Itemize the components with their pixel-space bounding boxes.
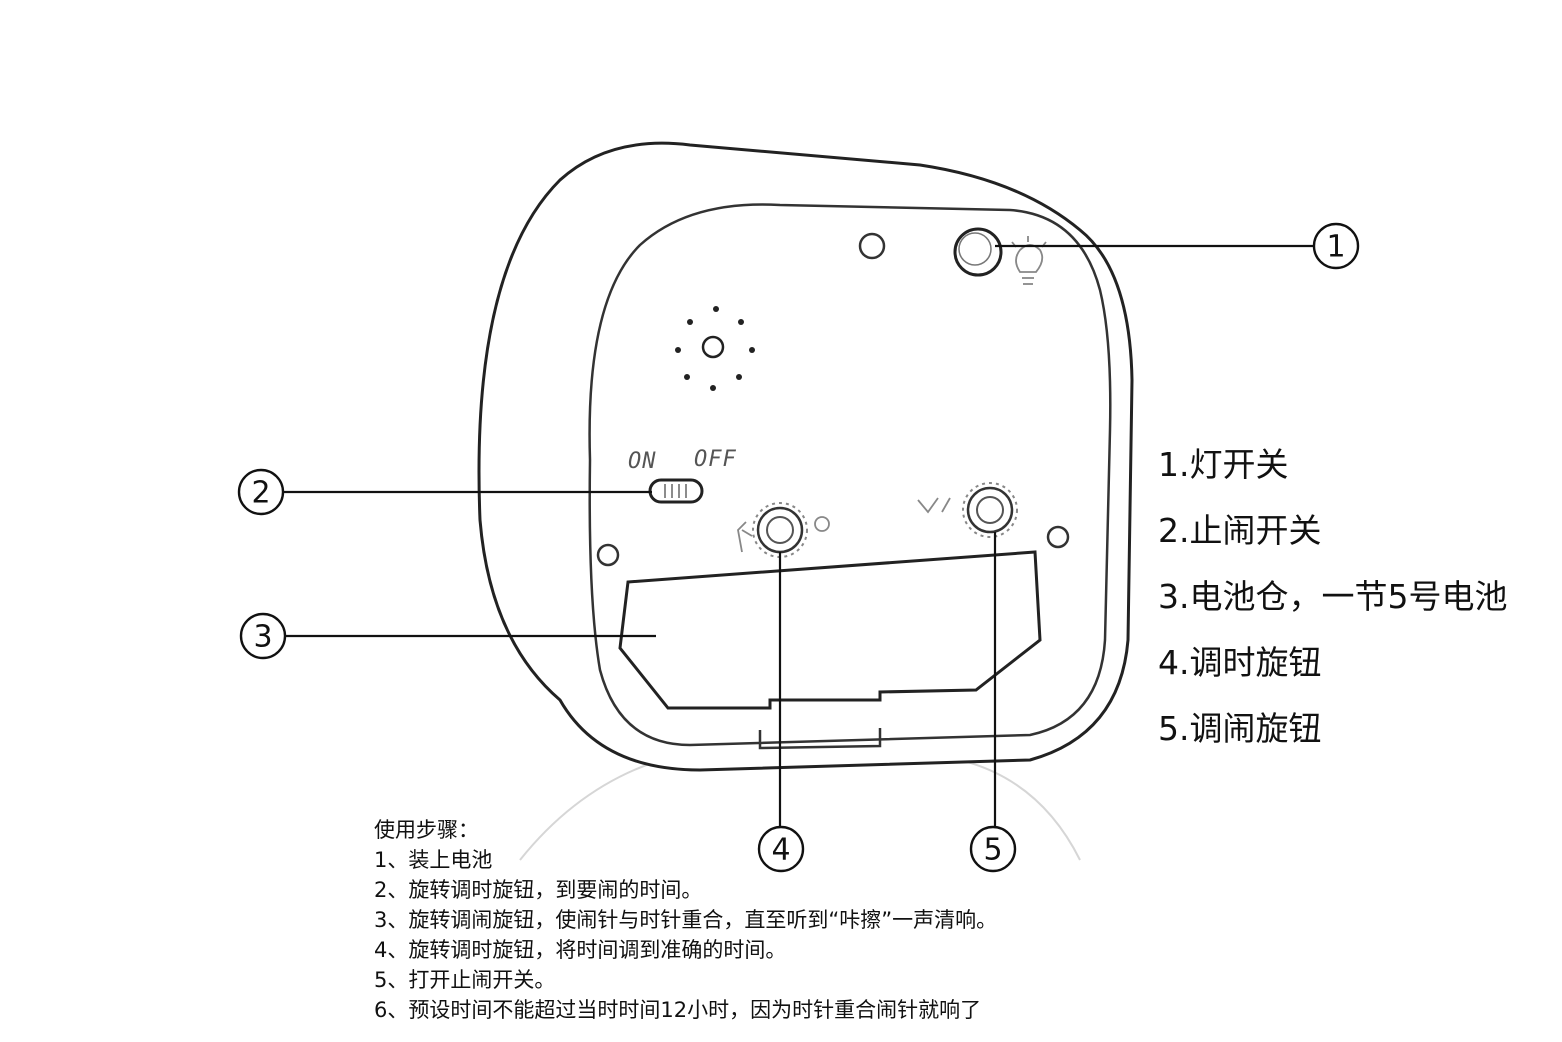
instruction-step: 3、旋转调闹旋钮，使闹针与时针重合，直至听到“咔擦”一声清响。 [374, 908, 998, 932]
battery-cover-inner-edge [758, 728, 882, 750]
switch-on-label: ON [628, 449, 657, 474]
instruction-step: 5、打开止闹开关。 [374, 968, 556, 992]
legend-item-light-switch: 1.灯开关 [1158, 445, 1289, 484]
alarm-bell-icon [917, 497, 951, 514]
legend-item-battery-compartment: 3.电池仓，一节5号电池 [1158, 577, 1508, 616]
screw-hole-left [596, 543, 620, 567]
parts-legend: 1.灯开关 2.止闹开关 3.电池仓，一节5号电池 4.调时旋钮 5.调闹旋钮 [1158, 432, 1507, 762]
screw-hole-right [1046, 525, 1070, 549]
light-button[interactable] [953, 227, 1003, 277]
svg-text:2: 2 [251, 476, 270, 511]
callout-5: 5 [969, 825, 1017, 873]
leader-lines [283, 244, 1314, 830]
svg-text:3: 3 [253, 620, 272, 655]
callout-2: 2 [237, 468, 285, 516]
alarm-stop-switch[interactable] [648, 478, 704, 504]
screw-hole-top [858, 232, 886, 260]
instructions-title: 使用步骤： [374, 818, 479, 842]
instruction-step: 1、装上电池 [374, 848, 493, 872]
clock-hand-icon [737, 516, 830, 553]
usage-instructions: 使用步骤： 1、装上电池 2、旋转调时旋钮，到要闹的时间。 3、旋转调闹旋钮，使… [374, 815, 997, 1025]
svg-text:5: 5 [983, 833, 1002, 868]
callout-1: 1 [1312, 222, 1360, 270]
instruction-step: 6、预设时间不能超过当时时间12小时，因为时针重合闹针就响了 [374, 998, 982, 1022]
legend-item-alarm-stop-switch: 2.止闹开关 [1158, 511, 1322, 550]
legend-item-alarm-knob: 5.调闹旋钮 [1158, 709, 1322, 748]
switch-off-label: OFF [694, 447, 737, 472]
speaker-icon [675, 306, 755, 391]
callout-4: 4 [757, 825, 805, 873]
instruction-step: 2、旋转调时旋钮，到要闹的时间。 [374, 878, 703, 902]
legend-item-time-knob: 4.调时旋钮 [1158, 643, 1322, 682]
svg-text:1: 1 [1326, 230, 1345, 265]
callout-3: 3 [239, 612, 287, 660]
alarm-set-knob[interactable] [962, 482, 1018, 538]
battery-compartment-cover[interactable] [618, 550, 1042, 710]
svg-text:4: 4 [771, 833, 790, 868]
instruction-step: 4、旋转调时旋钮，将时间调到准确的时间。 [374, 938, 787, 962]
